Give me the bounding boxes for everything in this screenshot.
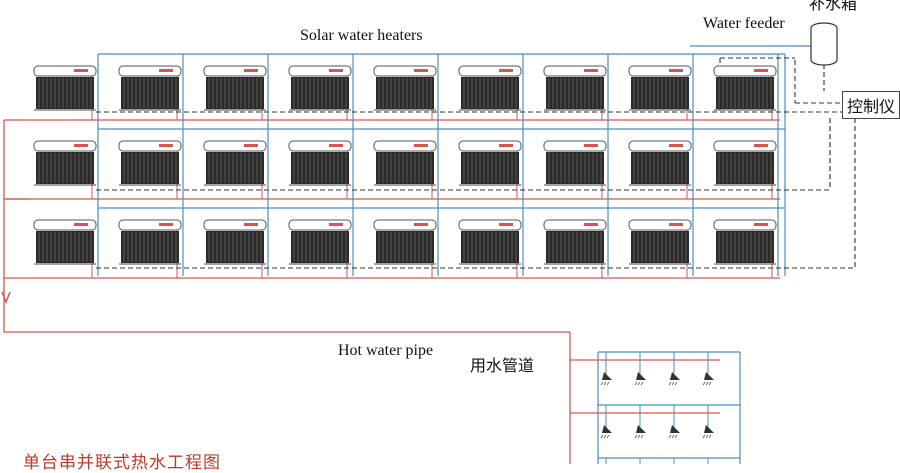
shower-head bbox=[668, 425, 680, 439]
water-feeder-tank bbox=[810, 22, 838, 66]
solar-heater bbox=[713, 140, 777, 186]
solar-heater bbox=[373, 219, 437, 265]
flow-arrow bbox=[1, 291, 11, 305]
solar-heater bbox=[373, 140, 437, 186]
solar-heater bbox=[203, 140, 267, 186]
solar-heater bbox=[713, 65, 777, 111]
solar-heater bbox=[33, 140, 97, 186]
shower-head bbox=[600, 425, 612, 439]
solar-heater bbox=[288, 140, 352, 186]
solar-heater bbox=[373, 65, 437, 111]
water-feeder-label: Water feeder bbox=[703, 15, 785, 32]
cold-water-pipes bbox=[97, 45, 811, 276]
solar-heater bbox=[628, 140, 692, 186]
solar-heater bbox=[33, 65, 97, 111]
solar-heater bbox=[628, 65, 692, 111]
solar-heater bbox=[713, 219, 777, 265]
solar-heater bbox=[33, 219, 97, 265]
control-wires bbox=[96, 57, 856, 269]
shower-head bbox=[668, 372, 680, 386]
shower-head bbox=[634, 372, 646, 386]
shower-head bbox=[702, 372, 714, 386]
shower-outlets bbox=[570, 351, 741, 464]
solar-heater bbox=[458, 219, 522, 265]
solar-heater bbox=[458, 65, 522, 111]
solar-heater bbox=[628, 219, 692, 265]
solar-heater bbox=[543, 219, 607, 265]
shower-head bbox=[634, 425, 646, 439]
solar-heater bbox=[118, 65, 182, 111]
hot-water-pipe-label: Hot water pipe bbox=[338, 342, 434, 359]
heater-array bbox=[33, 65, 777, 265]
solar-heater bbox=[118, 140, 182, 186]
solar-heaters-label: Solar water heaters bbox=[300, 27, 423, 44]
solar-heater bbox=[288, 65, 352, 111]
solar-heater bbox=[543, 140, 607, 186]
solar-heater bbox=[543, 65, 607, 111]
water-pipe-label-cn: 用水管道 bbox=[470, 356, 535, 375]
solar-heater bbox=[458, 140, 522, 186]
solar-heater bbox=[203, 65, 267, 111]
shower-head bbox=[702, 425, 714, 439]
controller-box: 控制仪 bbox=[842, 91, 900, 119]
solar-heater bbox=[288, 219, 352, 265]
solar-heater bbox=[203, 219, 267, 265]
diagram-title: 单台串并联式热水工程图 bbox=[23, 453, 221, 473]
water-tank-label-cn: 补水箱 bbox=[809, 0, 858, 13]
solar-heater bbox=[118, 219, 182, 265]
shower-head bbox=[600, 372, 612, 386]
